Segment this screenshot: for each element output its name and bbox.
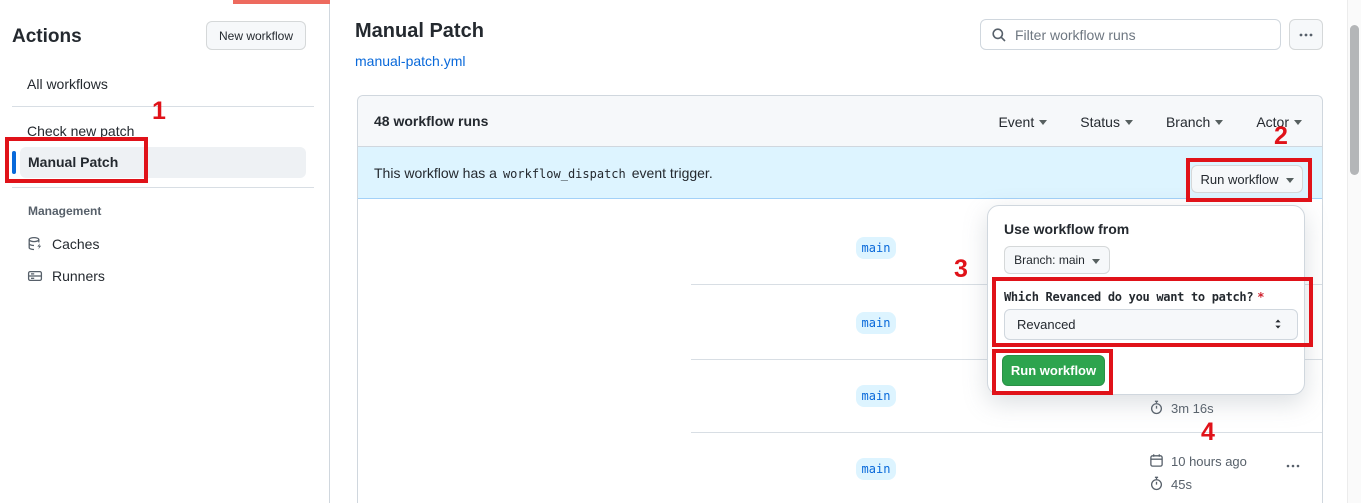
run-workflow-popup: Use workflow from Branch: main Which Rev… [987,205,1305,395]
kebab-horizontal-icon [1286,464,1300,468]
workflow-runs-count: 48 workflow runs [374,113,489,129]
run-duration: 3m 16s [1149,400,1214,416]
branch-badge[interactable]: main [856,237,896,259]
sidebar-item-all-workflows[interactable]: All workflows [27,76,108,92]
sidebar-title: Actions [12,26,82,47]
annotation-number-4: 4 [1201,418,1215,446]
annotation-number-3: 3 [954,255,968,283]
annotation-number-1: 1 [152,97,166,125]
run-workflow-dropdown-button[interactable]: Run workflow [1191,165,1303,193]
caret-down-icon [1215,120,1224,125]
branch-badge[interactable]: main [856,385,896,407]
workflow-options-kebab-button[interactable] [1289,19,1323,50]
popup-heading: Use workflow from [1004,221,1130,237]
run-duration: 45s [1149,476,1192,492]
sidebar-item-runners[interactable]: Runners [27,268,105,284]
workflow-input-label: Which Revanced do you want to patch?* [1004,290,1265,304]
calendar-icon [1149,453,1165,469]
caret-down-icon [1294,120,1302,125]
sidebar-item-check-new-patch[interactable]: Check new patch [27,123,135,139]
revanced-select[interactable]: Revanced [1004,309,1298,340]
required-asterisk: * [1257,290,1265,304]
new-workflow-button[interactable]: New workflow [206,21,306,50]
caret-down-icon [1039,120,1048,125]
sidebar-item-manual-patch-label[interactable]: Manual Patch [28,154,119,170]
filter-actor-dropdown[interactable]: Actor [1256,114,1302,130]
branch-badge[interactable]: main [856,458,896,480]
cache-database-icon [27,236,43,252]
filter-runs-searchbox[interactable] [980,19,1281,50]
sidebar-item-manual-patch[interactable] [20,147,306,178]
branch-badge[interactable]: main [856,312,896,334]
stopwatch-icon [1149,400,1165,416]
filter-event-dropdown[interactable]: Event [998,114,1048,130]
stopwatch-icon [1149,476,1165,492]
sidebar-divider [12,187,314,188]
workflow-file-link[interactable]: manual-patch.yml [355,53,466,69]
caret-down-icon [1124,120,1133,125]
filter-status-dropdown[interactable]: Status [1080,114,1133,130]
runs-panel-header: 48 workflow runs Event Status Branch Act… [358,96,1322,147]
management-section-label: Management [28,204,102,218]
run-row-kebab-button[interactable] [1279,456,1307,476]
branch-selector-button[interactable]: Branch: main [1004,246,1110,274]
search-icon [991,27,1007,43]
workflow-dispatch-code: workflow_dispatch [502,166,626,181]
kebab-horizontal-icon [1299,33,1313,36]
sidebar-divider [12,106,314,107]
sidebar-item-caches-label: Caches [52,236,100,252]
runners-icon [27,268,43,284]
page-title: Manual Patch [355,20,484,42]
filter-branch-dropdown[interactable]: Branch [1166,114,1224,130]
selected-indicator-bar [12,151,16,174]
annotation-top-bar [233,0,330,4]
annotation-number-2: 2 [1274,122,1288,150]
page-scrollbar[interactable] [1347,0,1361,503]
sidebar-item-caches[interactable]: Caches [27,236,99,252]
actions-sidebar: Actions New workflow All workflows Check… [0,0,330,503]
caret-down-icon [1285,177,1294,183]
run-start-time: 10 hours ago [1149,453,1247,469]
scrollbar-thumb[interactable] [1350,25,1359,175]
filter-runs-input[interactable] [1015,26,1270,43]
select-updown-icon [1271,317,1287,333]
caret-down-icon [1091,258,1100,264]
sidebar-item-runners-label: Runners [52,268,105,284]
run-workflow-submit-button[interactable]: Run workflow [1002,355,1105,386]
runs-filters: Event Status Branch Actor [998,96,1302,147]
row-divider [691,432,1322,433]
